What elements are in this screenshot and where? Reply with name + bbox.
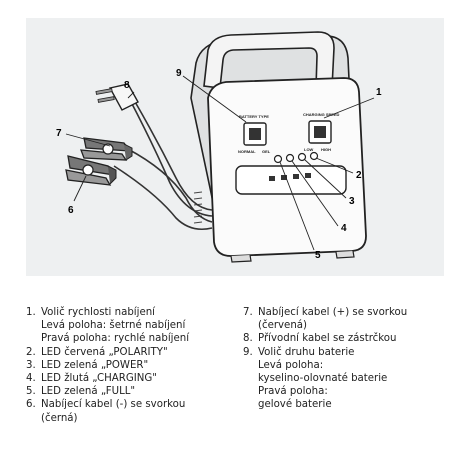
charger-illustration: BATTERY TYPE NORMAL GEL CHARGING SPEED L… bbox=[26, 18, 444, 276]
led-symbols bbox=[269, 173, 311, 181]
gel-label: GEL bbox=[262, 149, 271, 154]
normal-label: NORMAL bbox=[238, 149, 256, 154]
legend-item-8: 8.Přívodní kabel se zástrčkou bbox=[243, 333, 397, 345]
legend-item-7: 7.Nabíjecí kabel (+) se svorkou (červená… bbox=[243, 307, 408, 332]
high-label: HIGH bbox=[321, 147, 331, 152]
legend-left-column: 1.Volič rychlosti nabíjení Levá poloha: … bbox=[26, 306, 189, 425]
led-power bbox=[297, 152, 307, 162]
legend-item-4: 4.LED žlutá „CHARGING" bbox=[26, 373, 157, 385]
legend-item-9: 9.Volič druhu baterie Levá poloha: kysel… bbox=[243, 346, 388, 411]
callout-2: 2 bbox=[356, 170, 362, 181]
callout-1: 1 bbox=[376, 87, 382, 98]
callout-4: 4 bbox=[341, 223, 347, 234]
red-clamp bbox=[80, 137, 133, 161]
callout-8: 8 bbox=[124, 80, 130, 91]
led-indicators bbox=[273, 151, 319, 164]
callout-5: 5 bbox=[315, 250, 321, 261]
charging-speed-label: CHARGING SPEED bbox=[303, 112, 340, 117]
low-label: LOW bbox=[304, 147, 314, 152]
legend-item-3: 3.LED zelená „POWER" bbox=[26, 359, 149, 371]
led-polarity bbox=[309, 151, 319, 161]
charger-drawing: BATTERY TYPE NORMAL GEL CHARGING SPEED L… bbox=[56, 31, 382, 263]
led-full bbox=[273, 154, 283, 164]
callout-3: 3 bbox=[349, 196, 355, 207]
legend-right-column: 7.Nabíjecí kabel (+) se svorkou (červená… bbox=[243, 306, 407, 412]
cables bbox=[113, 99, 213, 231]
led-charging bbox=[285, 153, 295, 163]
mains-plug bbox=[95, 83, 139, 111]
legend-item-2: 2.LED červená „POLARITY" bbox=[26, 346, 168, 358]
legend-item-1: 1.Volič rychlosti nabíjení Levá poloha: … bbox=[26, 307, 190, 345]
black-clamp bbox=[65, 155, 117, 186]
battery-type-label: BATTERY TYPE bbox=[239, 114, 269, 119]
callout-7: 7 bbox=[56, 128, 62, 139]
legend-item-6: 6.Nabíjecí kabel (-) se svorkou (černá) bbox=[26, 399, 186, 424]
side-vents bbox=[193, 191, 203, 224]
callout-6: 6 bbox=[68, 205, 74, 216]
callout-9: 9 bbox=[176, 68, 182, 79]
leader-lines bbox=[65, 75, 375, 251]
legend-item-5: 5.LED zelená „FULL" bbox=[26, 386, 136, 398]
